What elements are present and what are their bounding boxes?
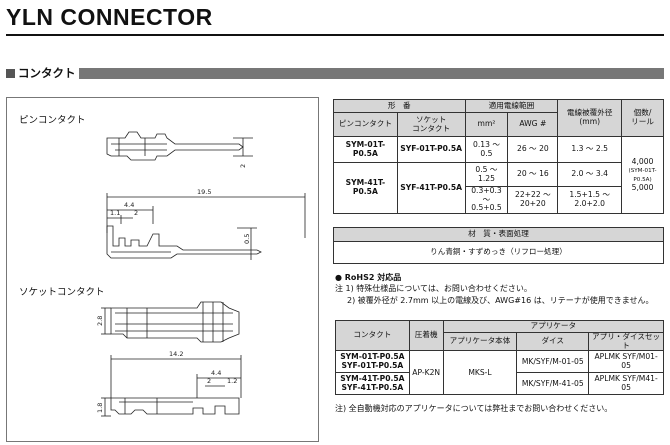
cell-socket-01: SYF-01T-P0.5A	[396, 136, 466, 163]
app-press: AP-K2N	[408, 350, 444, 396]
header-model: 形 番	[333, 99, 466, 113]
note-1: 注 1) 特殊仕様品については、お問い合わせください。	[335, 284, 532, 293]
dim-pin-2: 2	[239, 164, 247, 168]
app-header-set: アプリ・ダイスセット	[588, 331, 664, 352]
cell-mm2-41b-2: 0.5+0.5	[471, 203, 502, 213]
app-contact-c1: SYM-01T-P0.5A	[340, 352, 405, 362]
cell-socket-41: SYF-41T-P0.5A	[396, 161, 466, 215]
app-contact-c4: SYF-41T-P0.5A	[341, 382, 404, 392]
page-title: YLN CONNECTOR	[6, 4, 213, 30]
title-rule	[6, 34, 664, 36]
pin-side-view	[106, 131, 253, 161]
cell-pin-01: SYM-01T-P0.5A	[333, 136, 398, 163]
header-awg: AWG #	[507, 112, 559, 137]
app-contact-c2: SYF-01T-P0.5A	[341, 360, 404, 370]
cell-mm2-41b-1: 0.3+0.3 ～	[471, 186, 502, 204]
app-contact-c3: SYM-41T-P0.5A	[340, 374, 405, 384]
header-socket-1: ソケット	[415, 114, 447, 124]
cell-dia-41b-2: 2.0+2.0	[574, 199, 605, 209]
rohs-note: ● RoHS2 対応品	[335, 273, 402, 282]
socket-contact-label: ソケットコンタクト	[19, 287, 105, 298]
header-socket-2: コンタクト	[412, 123, 451, 133]
app-header-applicator: アプリケータ	[442, 320, 665, 333]
cell-mm2-41b: 0.3+0.3 ～0.5+0.5	[464, 185, 509, 215]
note-2: 2) 被覆外径が 2.7mm 以上の電線及び、AWG#16 は、リテーナが使用で…	[347, 296, 654, 305]
header-outer-dia-text: 電線被覆外径	[566, 108, 613, 118]
dim-socket-2: 2	[207, 377, 211, 385]
dim-pin-19-5: 19.5	[197, 188, 211, 196]
header-qty-unit: リール	[631, 117, 654, 126]
cell-mm2-41a: 0.5 ～ 1.25	[464, 162, 509, 187]
pin-contact-label: ピンコンタクト	[19, 115, 86, 126]
header-qty: 個数/リール	[621, 99, 664, 137]
header-socket: ソケットコンタクト	[396, 112, 466, 137]
spec-table: 形 番 適用電線範囲 電線被覆外径(mm) 個数/リール ピンコンタクト ソケッ…	[333, 99, 664, 215]
app-set-2: APLMK SYF/M41-05	[588, 372, 664, 396]
cell-qty-note: (SYM-01T-P0.5A)	[628, 168, 657, 184]
app-header-contact: コンタクト	[335, 319, 410, 352]
dim-socket-1-2: 1.2	[227, 377, 237, 385]
material-table: 材 質・表面処理 りん青銅・すずめっき（リフロー処理）	[333, 227, 664, 264]
app-die-1: MK/SYF/M-01-05	[516, 350, 590, 374]
cell-dia-01: 1.3 ～ 2.5	[557, 136, 623, 163]
app-header-press: 圧着機	[408, 319, 444, 352]
cell-pin-41: SYM-41T-P0.5A	[333, 161, 398, 215]
section-bar	[78, 67, 664, 79]
section-label: コンタクト	[18, 65, 79, 81]
dim-pin-4-4: 4.4	[124, 201, 134, 209]
app-body: MKS-L	[442, 350, 518, 396]
pin-bottom-view	[106, 225, 262, 259]
header-outer-dia-unit: (mm)	[579, 117, 601, 126]
drawing-panel: ピンコンタクト ソケットコンタクト	[6, 97, 319, 442]
cell-awg-41b-2: 20+20	[520, 199, 546, 209]
cell-dia-41a: 2.0 ～ 3.4	[557, 162, 623, 187]
dim-socket-1-8: 1.8	[96, 403, 104, 413]
app-set-1: APLMK SYF/M01-05	[588, 350, 664, 374]
material-value: りん青銅・すずめっき（リフロー処理）	[333, 241, 664, 264]
dim-socket-14-2: 14.2	[169, 350, 183, 358]
socket-bottom-view	[110, 397, 240, 415]
header-mm2: mm²	[464, 112, 509, 137]
dim-socket-4-4: 4.4	[211, 369, 221, 377]
cell-awg-01: 26 ～ 20	[507, 136, 559, 163]
socket-side-view	[110, 301, 240, 343]
header-qty-text: 個数/	[633, 108, 652, 118]
header-wire-range: 適用電線範囲	[464, 99, 559, 113]
cell-qty-1: 4,000	[631, 156, 654, 166]
contact-drawings: 2 19.5 4.4 1.1 2 0.5 2.8 14.2 4.4 2 1.2 …	[96, 131, 306, 417]
cell-awg-41a: 20 ～ 16	[507, 162, 559, 187]
cell-awg-41b: 22+22 ～20+20	[507, 185, 559, 215]
app-header-body: アプリケータ本体	[442, 331, 518, 352]
cell-dia-41b-1: 1.5+1.5 ～	[569, 190, 610, 200]
cell-mm2-01: 0.13 ～ 0.5	[464, 136, 509, 163]
cell-qty: 4,000 (SYM-01T-P0.5A)5,000	[621, 135, 664, 215]
app-die-2: MK/SYF/M-41-05	[516, 372, 590, 396]
dim-socket-2-8: 2.8	[96, 316, 104, 326]
dim-pin-1-1: 1.1	[110, 209, 120, 217]
dim-pin-0-5: 0.5	[243, 234, 251, 244]
applicator-table: コンタクト 圧着機 アプリケータ アプリケータ本体 ダイス アプリ・ダイスセット…	[335, 319, 665, 396]
cell-qty-2: 5,000	[631, 182, 654, 192]
dim-pin-2b: 2	[134, 209, 138, 217]
header-outer-dia: 電線被覆外径(mm)	[557, 99, 623, 137]
section-square-icon	[6, 68, 15, 78]
cell-awg-41b-1: 22+22 ～	[515, 190, 551, 200]
footnote: 注) 全自動機対応のアプリケータについては弊社までお問い合わせください。	[335, 404, 613, 413]
section-header: コンタクト	[6, 65, 664, 81]
material-header: 材 質・表面処理	[333, 227, 664, 242]
app-header-dies: ダイス	[516, 331, 590, 352]
cell-dia-41b: 1.5+1.5 ～2.0+2.0	[557, 185, 623, 215]
header-pin: ピンコンタクト	[333, 112, 398, 137]
